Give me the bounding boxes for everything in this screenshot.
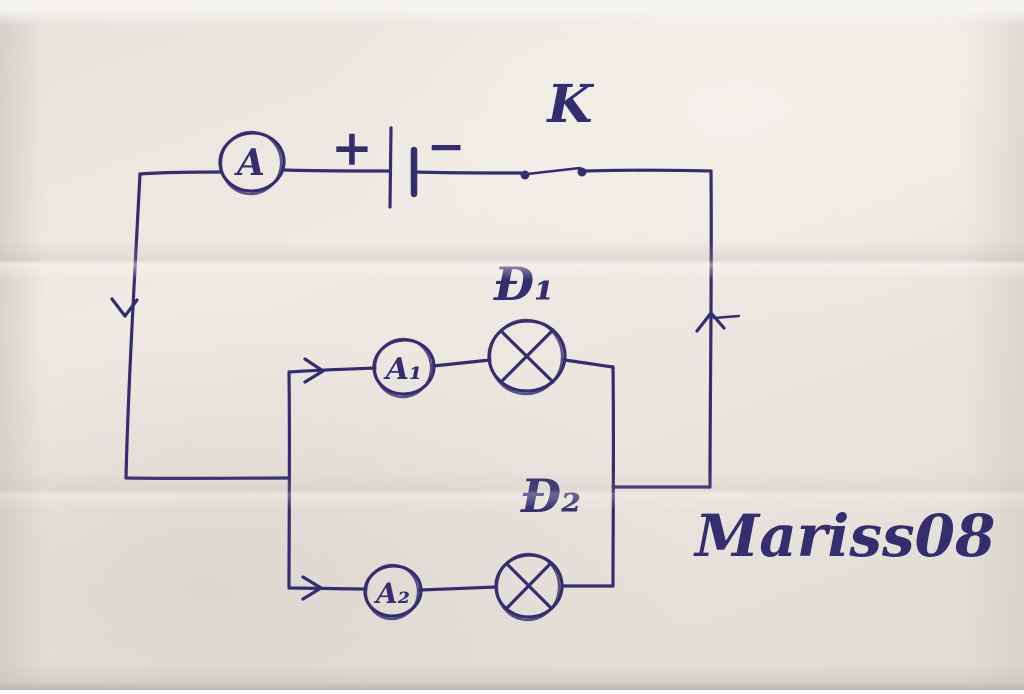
wire (585, 170, 711, 171)
wire (710, 171, 711, 487)
ammeter-a2: A₂ (363, 562, 424, 622)
ammeter-a2-label: A₂ (373, 577, 410, 610)
switch-label: K (545, 74, 594, 135)
current-arrow-up-icon (697, 313, 739, 331)
switch: K (521, 74, 595, 180)
lamp-d1-label: Đ₁ (493, 257, 554, 311)
wire (289, 368, 375, 372)
ammeter-a1-label: A₁ (383, 352, 422, 387)
wire (433, 360, 490, 366)
wire (564, 360, 613, 367)
ammeter-a1: A₁ (372, 336, 437, 400)
main-ammeter-label: A (234, 142, 265, 184)
lamp-d2: Đ₂ (493, 469, 581, 623)
main-ammeter: A (217, 128, 287, 198)
wire (289, 588, 366, 589)
wire (126, 174, 140, 478)
wire (140, 172, 221, 174)
battery-minus-sign: − (427, 119, 466, 173)
battery-plus-sign: + (331, 118, 373, 177)
lamp-d1: Đ₁ (486, 257, 567, 398)
wire (420, 587, 496, 590)
battery-symbol: + − (331, 118, 465, 207)
battery-long-plate (390, 128, 391, 207)
watermark: Mariss08 (693, 502, 995, 570)
switch-lever (527, 168, 580, 174)
lamp-d2-label: Đ₂ (520, 469, 581, 523)
